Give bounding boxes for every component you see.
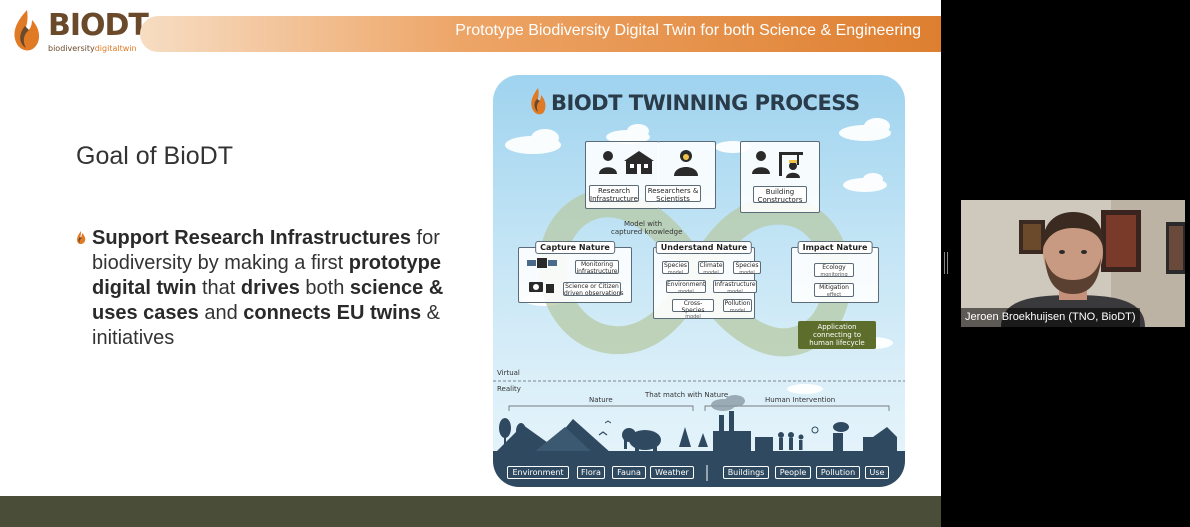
presentation-slide: BIODT biodiversitydigitaltwin Prototype … <box>0 0 941 527</box>
category-flora: Flora <box>577 466 605 479</box>
slide-header-title: Prototype Biodiversity Digital Twin for … <box>455 22 921 39</box>
constructors-panel: Building Constructors <box>740 141 820 213</box>
bullet-text: Support Research Infrastructures for bio… <box>92 227 444 349</box>
research-infrastructure-label: Research Infrastructure <box>589 185 639 203</box>
satellite-camera-icon <box>527 258 557 293</box>
logo-tagline: biodiversitydigitaltwin <box>48 44 137 53</box>
model-note: Model with captured knowledge <box>611 220 683 236</box>
category-buildings: Buildings <box>723 466 769 479</box>
match-label: That match with Nature <box>645 391 729 399</box>
flame-bullet-icon <box>77 231 86 245</box>
application-box: Application connecting to human lifecycl… <box>798 321 876 349</box>
category-weather: Weather <box>650 466 694 479</box>
bullet-point: Support Research Infrastructures for bio… <box>76 226 466 351</box>
speaker-name-label: Jeroen Broekhuijsen (TNO, BioDT) <box>961 308 1140 327</box>
science-citizen-chip: Science or Citizen driven observations <box>563 282 624 297</box>
scientist-icon <box>674 150 698 176</box>
researchers-icon <box>599 151 654 174</box>
logo-wordmark: BIODT <box>48 8 149 43</box>
human-intervention-label: Human Intervention <box>763 396 838 404</box>
category-people: People <box>775 466 811 479</box>
biodt-mini-logo-icon <box>531 88 546 115</box>
researchers-scientists-label: Researchers & Scientists <box>645 185 701 203</box>
speaker-video-tile[interactable]: Jeroen Broekhuijsen (TNO, BioDT) <box>961 200 1185 327</box>
building-constructors-label: Building Constructors <box>753 186 807 204</box>
twinning-process-infographic: BIODT TWINNING PROCESS Research Infrastr… <box>493 75 905 487</box>
category-pollution: Pollution <box>816 466 860 479</box>
category-environment: Environment <box>507 466 569 479</box>
virtual-label: Virtual <box>497 369 520 377</box>
category-use: Use <box>865 466 889 479</box>
slide-footer <box>0 496 941 527</box>
header-band: Prototype Biodiversity Digital Twin for … <box>140 16 941 52</box>
capture-nature-tag: Capture Nature <box>535 241 615 254</box>
nature-label: Nature <box>587 396 615 404</box>
impact-nature-tag: Impact Nature <box>797 241 873 254</box>
infographic-title: BIODT TWINNING PROCESS <box>551 91 860 115</box>
biodt-logo: BIODT biodiversitydigitaltwin <box>10 6 149 56</box>
flame-leaf-icon <box>14 10 40 51</box>
slide-heading: Goal of BioDT <box>76 142 234 170</box>
capture-nature-panel: Capture Nature Monitoring infrastructure… <box>518 241 632 303</box>
monitoring-infrastructure-chip: Monitoring infrastructure <box>575 260 619 275</box>
speaker-video-feed <box>961 200 1185 327</box>
constructors-icon <box>752 151 803 178</box>
understand-nature-tag: Understand Nature <box>655 241 753 254</box>
panel-resize-handle[interactable] <box>944 252 948 274</box>
category-fauna: Fauna <box>612 466 646 479</box>
reality-label: Reality <box>497 385 521 393</box>
infographic-background <box>493 118 905 487</box>
